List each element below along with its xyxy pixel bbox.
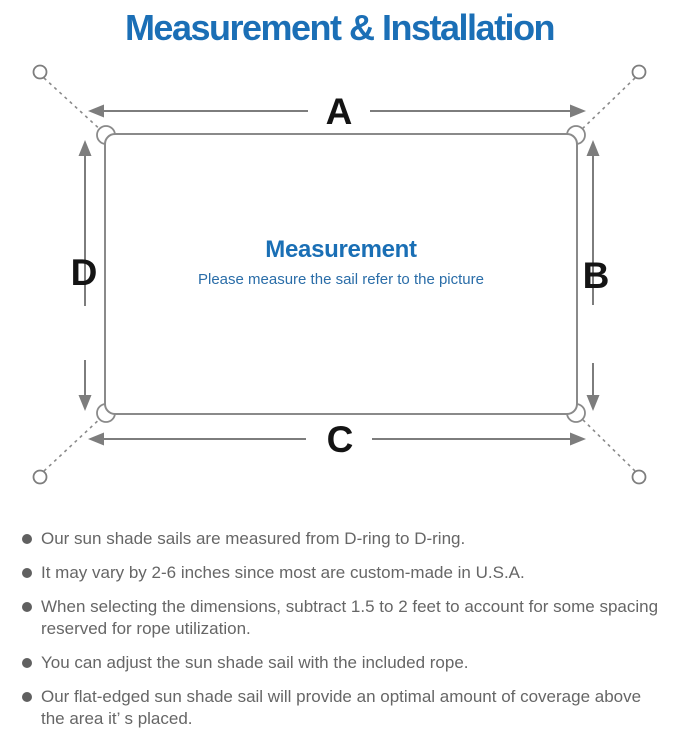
dimension-label-a: A — [326, 91, 353, 132]
bullet-text: Our sun shade sails are measured from D-… — [41, 529, 466, 548]
anchor-point-icon — [631, 64, 647, 80]
dimension-arrow-lines — [84, 110, 594, 440]
arrowhead-left-icon — [88, 432, 104, 446]
list-item: Our flat-edged sun shade sail will provi… — [22, 686, 679, 730]
anchor-points — [32, 64, 647, 485]
dimension-arrowheads — [78, 104, 600, 446]
list-item: When selecting the dimensions, subtract … — [22, 596, 679, 640]
bullet-dot-icon — [22, 568, 32, 578]
anchor-point-icon — [32, 64, 48, 80]
bullet-text: It may vary by 2-6 inches since most are… — [41, 563, 525, 582]
bullet-dot-icon — [22, 534, 32, 544]
arrowhead-down-icon — [586, 395, 600, 411]
bullet-dot-icon — [22, 658, 32, 668]
anchor-point-icon — [631, 469, 647, 485]
sail-rectangle — [104, 133, 578, 415]
arrowhead-up-icon — [586, 140, 600, 156]
arrowhead-down-icon — [78, 395, 92, 411]
list-item: You can adjust the sun shade sail with t… — [22, 652, 679, 674]
sail-diagram-canvas: A B C D — [32, 64, 647, 485]
list-item: Our sun shade sails are measured from D-… — [22, 528, 679, 550]
dimension-label-c: C — [327, 419, 354, 460]
arrowhead-left-icon — [88, 104, 104, 118]
rope-bottom-left — [43, 414, 105, 472]
rope-top-left — [43, 77, 105, 134]
bullet-dot-icon — [22, 692, 32, 702]
page-title: Measurement & Installation — [124, 7, 556, 48]
dimension-label-b: B — [583, 255, 610, 296]
dimension-label-d: D — [71, 252, 98, 293]
arrowhead-right-icon — [570, 104, 586, 118]
rope-top-right — [577, 77, 636, 134]
arrowhead-up-icon — [78, 140, 92, 156]
instruction-list: Our sun shade sails are measured from D-… — [0, 528, 679, 730]
arrowhead-right-icon — [570, 432, 586, 446]
bullet-text: You can adjust the sun shade sail with t… — [41, 653, 469, 672]
list-item: It may vary by 2-6 inches since most are… — [22, 562, 679, 584]
rope-bottom-right — [577, 414, 636, 472]
anchor-point-icon — [32, 469, 48, 485]
bullet-text: Our flat-edged sun shade sail will provi… — [41, 687, 642, 728]
bullet-text: When selecting the dimensions, subtract … — [41, 597, 659, 638]
bullet-dot-icon — [22, 602, 32, 612]
measurement-diagram: A B C D Measurement Please measure the s… — [0, 54, 679, 514]
